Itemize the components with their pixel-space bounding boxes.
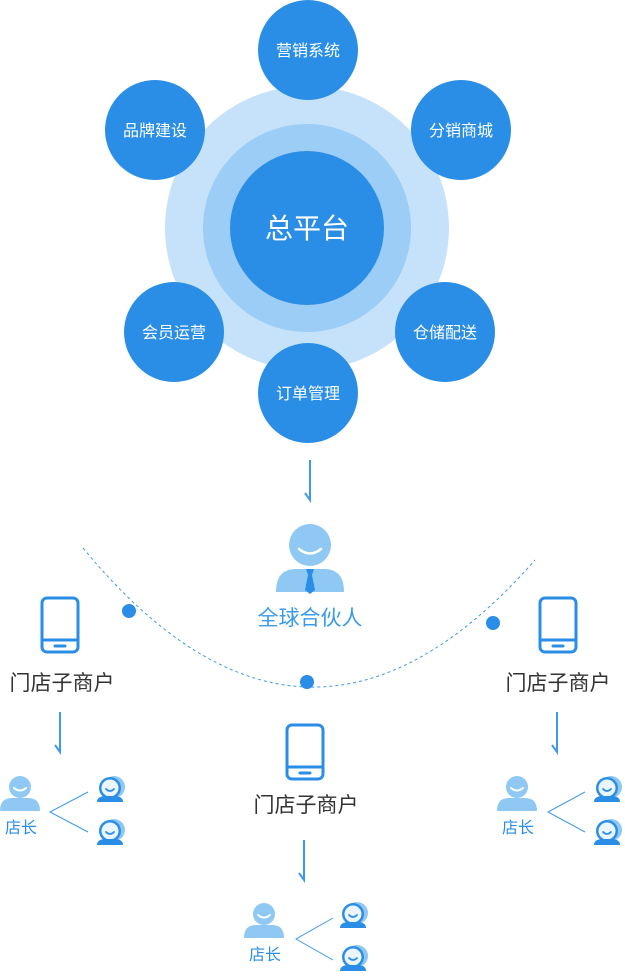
arrow-down-icon [298,839,305,881]
svg-text:品牌建设: 品牌建设 [123,121,187,140]
arc-node-right [486,616,500,630]
platform-center-label: 总平台 [265,212,349,245]
module-member-operation: 会员运营 [124,282,224,382]
platform-center [230,151,384,305]
staff-icon [339,901,369,929]
store-label-left: 门店子商户 [10,671,115,695]
arrow-down-icon [54,711,61,753]
manager-label-left: 店长 [5,818,37,837]
svg-text:会员运营: 会员运营 [142,323,206,342]
phone-icon [538,596,578,654]
manager-icon [243,902,285,939]
manager-label-right: 店长 [502,818,534,837]
arrow-down-icon [551,711,558,753]
manager-icon [0,775,41,812]
partner-label: 全球合伙人 [258,606,363,630]
svg-text:分销商城: 分销商城 [429,121,493,140]
module-brand-building: 品牌建设 [105,80,205,180]
module-distribution-mall: 分销商城 [411,80,511,180]
phone-icon [40,596,80,654]
arc-node-left [122,604,136,618]
store-label-center: 门店子商户 [254,793,359,817]
manager-icon [496,775,538,812]
staff-icon [593,818,623,846]
branch-lines [48,791,89,833]
module-marketing: 营销系统 [258,0,358,100]
branch-lines [546,791,586,833]
svg-text:营销系统: 营销系统 [276,41,340,60]
arc-node-center [300,675,314,689]
staff-icon [96,818,126,846]
arrow-down-icon [304,459,311,501]
branch-lines [294,917,334,961]
staff-icon [339,944,369,972]
svg-text:仓储配送: 仓储配送 [413,323,477,342]
staff-icon [593,775,623,803]
store-label-right: 门店子商户 [506,671,611,695]
module-order-management: 订单管理 [258,343,358,443]
module-warehouse-delivery: 仓储配送 [395,282,495,382]
svg-text:订单管理: 订单管理 [276,384,340,403]
partner-icon [276,524,344,594]
phone-icon [285,723,325,781]
staff-icon [96,775,126,803]
manager-label-center: 店长 [249,945,281,964]
